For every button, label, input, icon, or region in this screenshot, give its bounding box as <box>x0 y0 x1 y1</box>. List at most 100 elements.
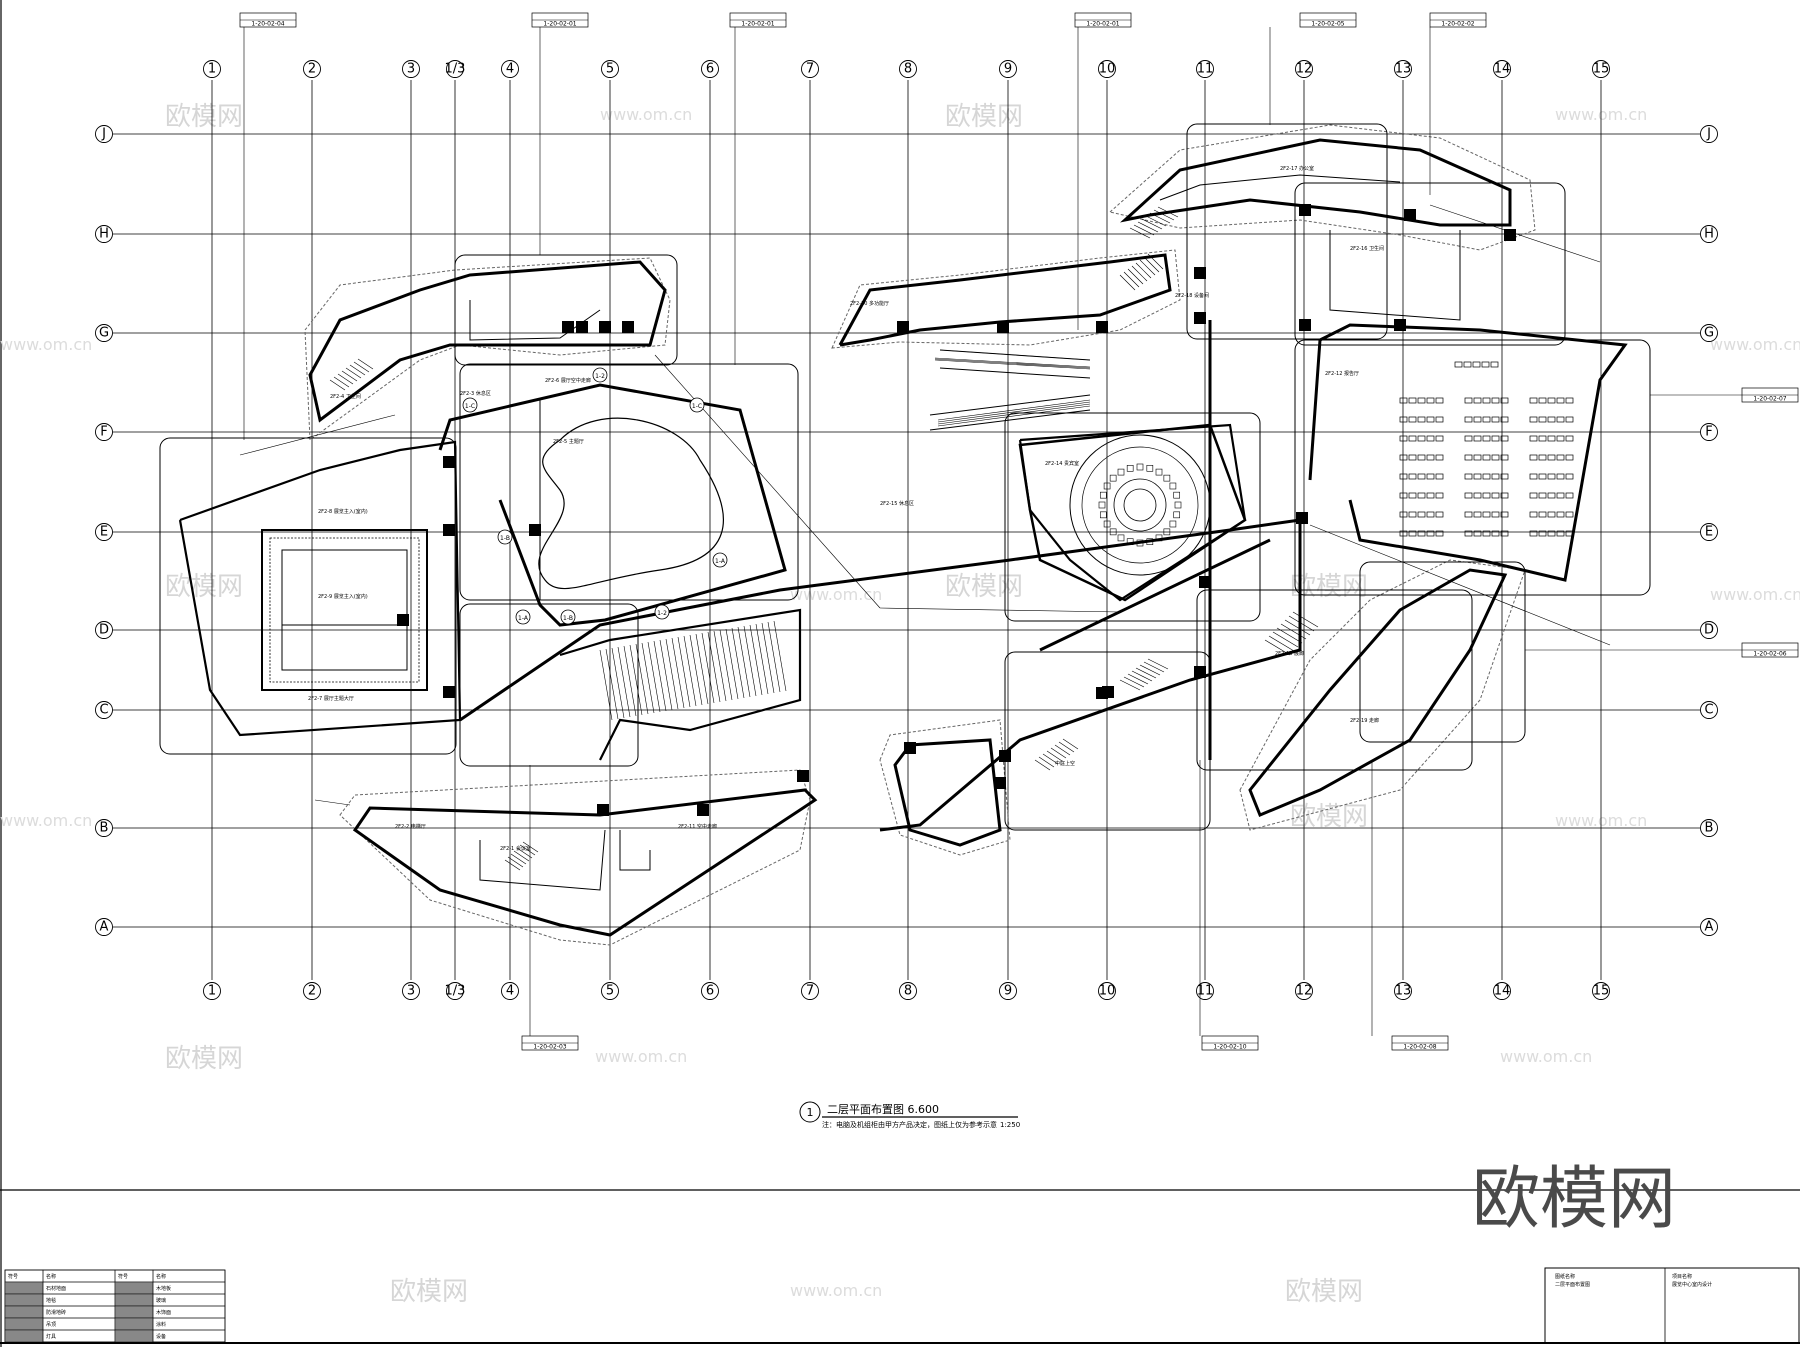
seat <box>1491 511 1500 518</box>
axis-label-row: H <box>1704 227 1714 242</box>
callout-text: 1-20-02-05 <box>1311 21 1344 28</box>
stair-tread <box>1135 262 1152 279</box>
round-table-chair <box>1136 463 1144 471</box>
round-table-chair <box>1099 511 1107 519</box>
room-label-r5: 2F2-5 主题厅 <box>553 438 584 445</box>
title-number-circle <box>799 1101 821 1123</box>
stair-tread <box>1288 615 1315 632</box>
round-table-chair <box>1117 468 1125 476</box>
axis-label-row: C <box>1704 703 1713 718</box>
stair-tread <box>1131 265 1148 282</box>
axis-bubble-row <box>95 819 113 837</box>
watermark-logo: 欧模网 <box>165 102 243 132</box>
axis-label-col: 10 <box>1099 62 1116 77</box>
room-label-r3: 2F2-7 展厅主题大厅 <box>308 695 354 702</box>
axis-label-col: 8 <box>904 62 912 77</box>
stair-tread <box>1139 259 1156 276</box>
round-table-chair <box>1173 491 1181 499</box>
watermark-logo: 欧模网 <box>165 1044 243 1074</box>
seat <box>1435 511 1444 518</box>
seat <box>1538 511 1547 518</box>
axis-label-col: 11 <box>1197 984 1214 999</box>
axis-bubble-col <box>701 60 719 78</box>
seat <box>1491 530 1500 537</box>
legend-cell <box>4 1293 44 1307</box>
stair-tread <box>659 639 673 711</box>
axis-label-col: 7 <box>806 984 814 999</box>
seat <box>1464 473 1473 480</box>
watermark-url: www.om.cn <box>790 585 882 604</box>
legend-cell <box>152 1329 226 1343</box>
axis-bubble-row <box>95 701 113 719</box>
seat <box>1529 416 1538 423</box>
section-mark-layer: 1-C1-21-C1-B1-A1-B1-21-A <box>462 367 728 625</box>
seat <box>1491 416 1500 423</box>
seat <box>1529 492 1538 499</box>
callout-text: 1-20-02-04 <box>251 21 284 28</box>
axis-label-col: 6 <box>706 62 714 77</box>
axis-bubble-row <box>1700 819 1718 837</box>
stair-tread <box>611 647 625 719</box>
tb-left-value: 二层平面布置图 <box>1555 1281 1590 1288</box>
axis-bubble-row <box>1700 918 1718 936</box>
axis-grid: 1122331/31/34455667788991010111112121313… <box>95 60 1718 1000</box>
material-legend: 符号名称符号名称石材地面木地板地毯玻璃防滑地砖木饰面吊顶涂料灯具设备 <box>4 1269 226 1343</box>
round-table-chair <box>1126 538 1134 546</box>
seat <box>1408 397 1417 404</box>
column <box>443 524 455 536</box>
seat <box>1500 492 1509 499</box>
stair-tread <box>599 649 613 721</box>
stair-tread <box>341 370 358 382</box>
stair-tread <box>629 644 643 716</box>
axis-label-col: 3 <box>407 984 415 999</box>
axis-bubble-col <box>701 982 719 1000</box>
axis-label-row: C <box>99 703 108 718</box>
watermark-url: www.om.cn <box>0 335 92 354</box>
axis-label-col: 5 <box>606 62 614 77</box>
stair-tread <box>749 624 763 696</box>
axis-bubble-col <box>1394 60 1412 78</box>
legend-text: 防滑地砖 <box>46 1309 66 1316</box>
watermark-url: www.om.cn <box>595 1047 687 1066</box>
watermark-logo: 欧模网 <box>945 102 1023 132</box>
stair-tread <box>1119 274 1136 291</box>
room-label-r15: 2F2-15 休息区 <box>880 500 914 507</box>
stair-tread <box>1054 744 1071 756</box>
axis-bubble-col <box>1592 60 1610 78</box>
stair-tread <box>743 625 757 697</box>
seat <box>1435 473 1444 480</box>
column <box>1096 321 1108 333</box>
drawing-note: 注：电脑及机组柜由甲方产品决定，图纸上仅为参考示意 <box>822 1120 997 1129</box>
stair-tread <box>641 642 655 714</box>
column <box>622 321 634 333</box>
seat <box>1408 416 1417 423</box>
stair-tread <box>1272 631 1299 648</box>
seat <box>1399 473 1408 480</box>
room-label-r16: 中庭上空 <box>1055 760 1075 767</box>
seat <box>1417 397 1426 404</box>
seat <box>1399 416 1408 423</box>
column <box>1404 209 1416 221</box>
watermark-logo: 欧模网 <box>945 572 1023 602</box>
seat <box>1408 530 1417 537</box>
axis-label-row: A <box>100 920 109 935</box>
axis-label-row: B <box>100 821 109 836</box>
performance-hall <box>261 529 428 691</box>
stair-tread <box>617 646 631 718</box>
axis-bubble-col <box>899 982 917 1000</box>
axis-label-row: A <box>1705 920 1714 935</box>
seat <box>1482 530 1491 537</box>
seat <box>1417 511 1426 518</box>
axis-bubble-col <box>1295 982 1313 1000</box>
round-table-chair <box>1163 474 1171 482</box>
axis-label-col: 2 <box>308 984 316 999</box>
stair-tread <box>1127 673 1149 685</box>
seat <box>1565 473 1574 480</box>
seat <box>1463 361 1472 368</box>
stair-tread <box>665 638 679 710</box>
seat <box>1500 397 1509 404</box>
stair-tread <box>1038 756 1055 768</box>
stair-tread <box>671 637 685 709</box>
